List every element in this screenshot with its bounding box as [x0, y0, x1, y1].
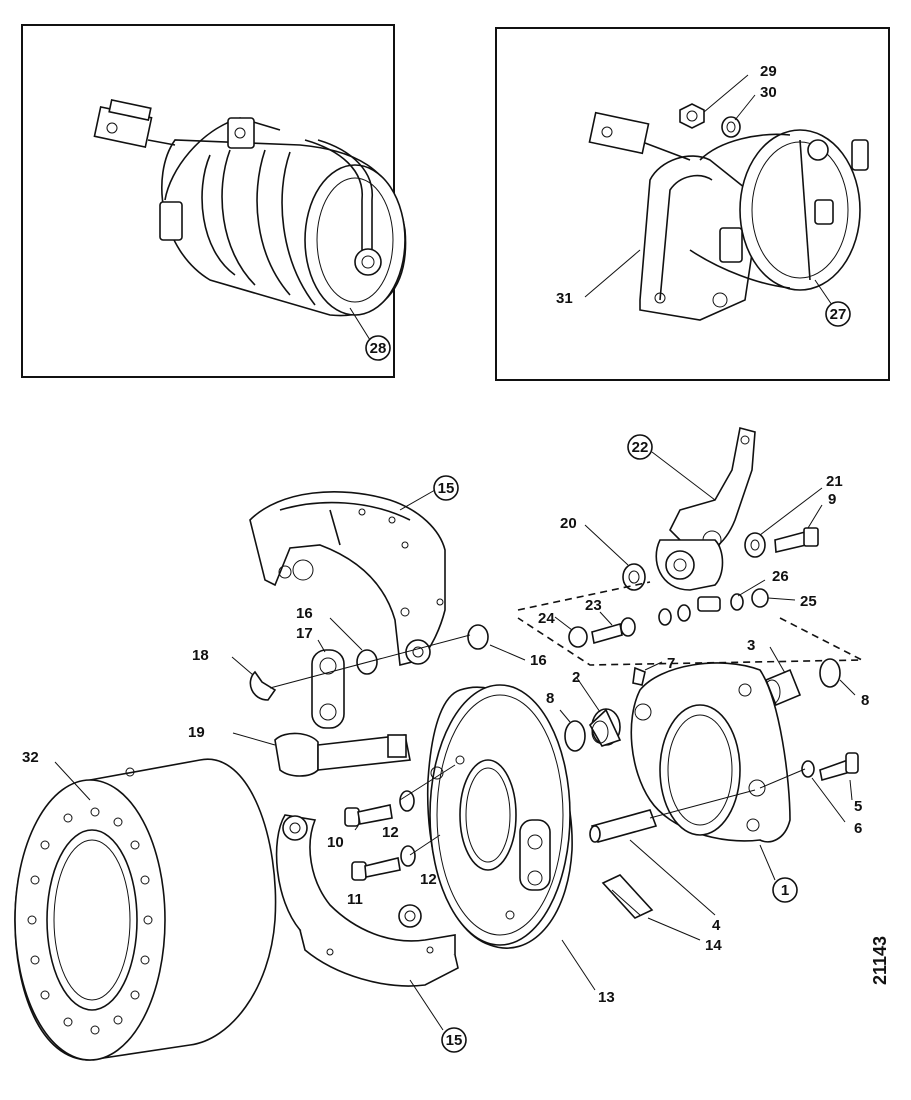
bolt-5 [819, 752, 859, 782]
callout-7: 7 [667, 655, 675, 672]
washer-6 [801, 760, 815, 778]
callout-31: 31 [556, 290, 573, 307]
camshaft-19 [274, 732, 411, 777]
brake-shoe-lower-15 [275, 814, 459, 987]
callout-10: 10 [327, 834, 344, 851]
figure-reference-number: 21143 [870, 936, 890, 985]
callout-circle-15-lower [441, 1027, 467, 1053]
callout-6: 6 [854, 820, 862, 837]
bushing-2 [588, 708, 622, 747]
grease-nipple-7 [632, 666, 646, 686]
callout-16-right: 16 [530, 652, 547, 669]
bolt-10 [344, 804, 393, 827]
callout-circle-28 [365, 335, 391, 361]
wear-indicator-14 [601, 874, 654, 919]
callout-16-left: 16 [296, 605, 313, 622]
callout-circle-27 [825, 301, 851, 327]
brake-shoe-upper-15 [249, 491, 446, 666]
callout-9-upper: 9 [828, 491, 836, 508]
callout-circle-22 [627, 434, 653, 460]
brake-chamber-drawing [93, 99, 407, 317]
callout-21: 21 [826, 473, 843, 490]
clip-18 [249, 670, 277, 701]
callout-circle-1 [772, 877, 798, 903]
ring-16-right [467, 624, 489, 650]
callout-5: 5 [854, 798, 862, 815]
seal-8-right [819, 658, 841, 688]
callout-12-lower: 12 [420, 871, 437, 888]
pin-4 [589, 809, 658, 843]
callout-2: 2 [572, 669, 580, 686]
bracket-chamber-drawing [588, 103, 869, 321]
callout-30: 30 [760, 84, 777, 101]
callout-4: 4 [712, 917, 721, 934]
callout-15-lower: 15 [446, 1032, 463, 1049]
callout-15-upper: 15 [438, 480, 455, 497]
callout-25: 25 [800, 593, 817, 610]
washer-12-lower [400, 845, 416, 867]
callout-circle-15-upper [433, 475, 459, 501]
slack-adjuster-22 [655, 427, 756, 591]
inset-brake-chamber-bracket: 29 30 31 27 [495, 27, 890, 381]
callout-22: 22 [632, 439, 649, 456]
callout-14: 14 [705, 937, 722, 954]
callout-11: 11 [347, 891, 363, 908]
callout-8-left: 8 [546, 690, 554, 707]
callout-19: 19 [188, 724, 205, 741]
callout-1: 1 [781, 882, 789, 899]
cam-bracket-1 [630, 662, 791, 843]
callout-29: 29 [760, 63, 777, 80]
callout-17: 17 [296, 625, 313, 642]
callout-32: 32 [22, 749, 39, 766]
callout-3: 3 [747, 637, 755, 654]
washer-20 [622, 563, 646, 591]
bolt-11 [351, 857, 401, 881]
bolt-9-upper [774, 527, 819, 553]
callout-27: 27 [830, 306, 847, 323]
callout-13: 13 [598, 989, 615, 1006]
adjuster-screw-parts [568, 588, 769, 648]
callout-26: 26 [772, 568, 789, 585]
washer-21 [744, 532, 766, 558]
washer-12-upper [399, 790, 415, 812]
backing-plate-13 [426, 684, 573, 949]
seal-8-left [564, 720, 586, 752]
callout-12-upper: 12 [382, 824, 399, 841]
callout-20: 20 [560, 515, 577, 532]
brake-drum-32 [14, 758, 277, 1061]
callout-24: 24 [538, 610, 555, 627]
callout-28: 28 [370, 340, 387, 357]
callout-23: 23 [585, 597, 602, 614]
inset-brake-chamber-28: 28 [21, 24, 407, 378]
link-plate-17 [311, 649, 345, 729]
callout-8-right: 8 [861, 692, 869, 709]
callout-18: 18 [192, 647, 209, 664]
